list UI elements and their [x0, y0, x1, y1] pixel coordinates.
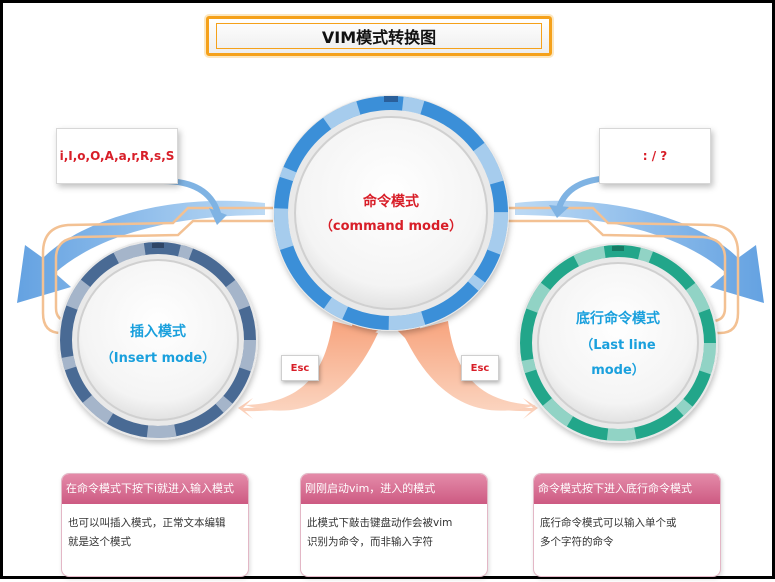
esc-label-left: Esc	[281, 355, 319, 381]
card-header: 在命令模式下按下i就进入输入模式	[62, 474, 248, 504]
card-line: 识别为命令，而非输入字符	[307, 536, 433, 548]
card-line: 也可以叫插入模式，正常文本编辑	[68, 517, 226, 529]
card-header: 刚刚启动vim，进入的模式	[301, 474, 487, 504]
command-mode-title: 命令模式	[363, 194, 419, 210]
insert-mode-subtitle: （Insert mode）	[100, 351, 216, 366]
lastline-mode-card: 命令模式按下进入底行命令模式 底行命令模式可以输入单个或 多个字符的命令	[533, 473, 721, 577]
card-body: 此模式下敲击键盘动作会被vim 识别为命令，而非输入字符	[301, 504, 487, 552]
card-body: 也可以叫插入模式，正常文本编辑 就是这个模式	[62, 504, 248, 552]
page-title: VIM模式转换图	[216, 23, 542, 49]
command-mode-subtitle: （command mode）	[319, 219, 463, 234]
diagram-graphics	[17, 95, 764, 443]
lastline-mode-subtitle-2: mode）	[591, 363, 645, 378]
card-line: 多个字符的命令	[540, 536, 614, 548]
esc-arrow-left-body	[245, 321, 378, 411]
card-header: 命令模式按下进入底行命令模式	[534, 474, 720, 504]
command-mode-circle	[273, 95, 509, 331]
lastline-mode-circle	[518, 243, 718, 443]
title-banner: VIM模式转换图	[206, 16, 552, 56]
connector-band	[41, 206, 740, 335]
card-line: 底行命令模式可以输入单个或	[540, 517, 677, 529]
insert-keys-label: i,I,o,O,A,a,r,R,s,S	[59, 149, 175, 163]
esc-arrow-right-body	[403, 321, 536, 411]
lastline-keys-box: : / ?	[599, 128, 711, 184]
lastline-mode-subtitle-1: （Last line	[580, 338, 656, 353]
card-line: 此模式下敲击键盘动作会被vim	[307, 517, 453, 529]
esc-label-right: Esc	[461, 355, 499, 381]
insert-mode-card: 在命令模式下按下i就进入输入模式 也可以叫插入模式，正常文本编辑 就是这个模式	[61, 473, 249, 577]
insert-mode-circle	[58, 240, 258, 440]
card-line: 就是这个模式	[68, 536, 131, 548]
lastline-keys-label: : / ?	[642, 149, 668, 163]
lastline-mode-title: 底行命令模式	[576, 311, 660, 327]
command-mode-card: 刚刚启动vim，进入的模式 此模式下敲击键盘动作会被vim 识别为命令，而非输入…	[300, 473, 488, 577]
insert-mode-title: 插入模式	[130, 324, 186, 340]
insert-keys-box: i,I,o,O,A,a,r,R,s,S	[56, 128, 178, 184]
card-body: 底行命令模式可以输入单个或 多个字符的命令	[534, 504, 720, 552]
